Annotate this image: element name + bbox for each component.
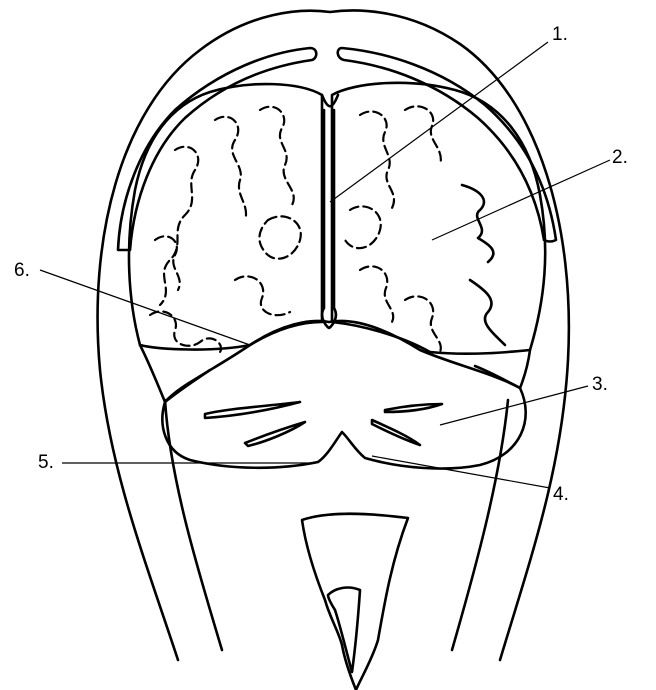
cerebellar-fissure-1 [205, 402, 300, 418]
cerebellar-fissure-3 [385, 404, 442, 412]
leader-line-1 [330, 42, 548, 202]
left-gyri-3 [260, 107, 294, 205]
label-4: 4. [553, 484, 569, 505]
right-sulcus-2 [470, 280, 505, 345]
leader-line-4 [372, 456, 550, 488]
cerebellar-fissure-4 [372, 420, 420, 445]
cerebellum [162, 321, 525, 469]
falx-cerebri [322, 95, 338, 328]
left-gyri-4 [259, 216, 300, 258]
right-cerebral-hemisphere [332, 83, 545, 354]
leader-line-6 [40, 270, 250, 345]
tentorium-left [140, 345, 210, 402]
left-gyri-5 [150, 311, 221, 352]
left-gyri-2 [215, 117, 246, 220]
right-gyri-3 [345, 206, 381, 248]
tentorium-right [475, 350, 530, 388]
left-cerebral-hemisphere [129, 84, 322, 349]
skull-inner-outline-right [452, 400, 508, 650]
label-1: 1. [552, 24, 568, 45]
skull-inner-outline [165, 400, 222, 650]
label-2: 2. [612, 147, 628, 168]
right-gyri-2 [405, 106, 441, 165]
right-gyri-5 [360, 266, 393, 322]
right-gyri-1 [360, 111, 394, 208]
brainstem [302, 514, 408, 690]
right-sulcus-1 [462, 185, 493, 262]
label-3: 3. [592, 374, 608, 395]
left-gyri-6 [235, 276, 290, 315]
label-5: 5. [38, 452, 54, 473]
leader-line-3 [440, 386, 588, 425]
cerebellar-fissure-2 [245, 422, 305, 446]
label-6: 6. [14, 260, 30, 281]
